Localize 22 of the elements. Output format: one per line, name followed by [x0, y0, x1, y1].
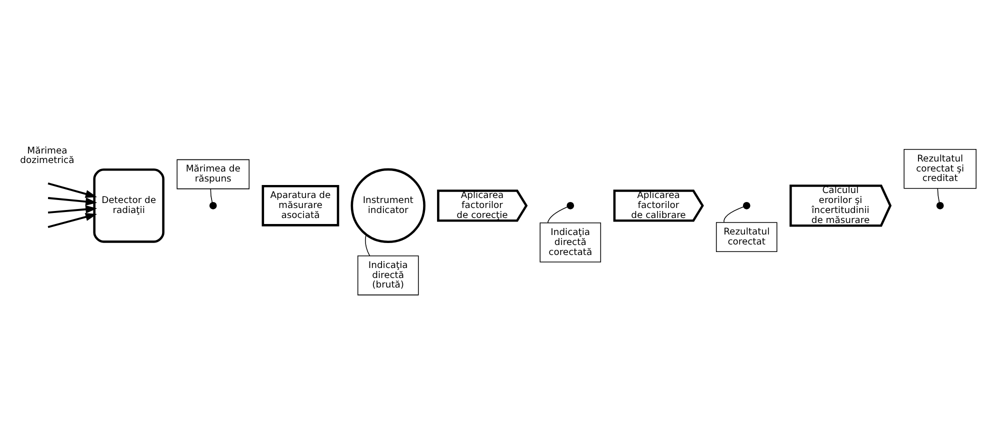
node-circle: [566, 201, 574, 209]
node-box: Mărimea de răspuns: [176, 158, 250, 189]
node-box: Aparatura de măsurare asociată: [262, 184, 340, 226]
connector: [210, 188, 213, 202]
arrow: [48, 182, 98, 198]
node-circle: [936, 201, 944, 209]
arrow: [48, 212, 98, 228]
node-circle: Instrument indicator: [350, 168, 426, 243]
label: Mărimea dozimetrică: [20, 144, 74, 166]
node-circle: [742, 201, 750, 209]
node-box: Rezultatul corectat: [716, 222, 778, 252]
connector: [365, 234, 370, 256]
node-circle: [209, 201, 217, 209]
node-box: Indicaţia directă corectată: [540, 222, 602, 262]
connector: [937, 188, 940, 202]
arrow: [48, 204, 98, 213]
connector: [547, 206, 568, 223]
node-box: Detector de radiaţii: [93, 168, 164, 242]
arrow: [48, 196, 98, 206]
node-box: Indicaţia directă (brută): [357, 254, 419, 295]
node-box: Rezultatul corectat şi creditat: [904, 148, 976, 188]
connector: [724, 206, 744, 222]
